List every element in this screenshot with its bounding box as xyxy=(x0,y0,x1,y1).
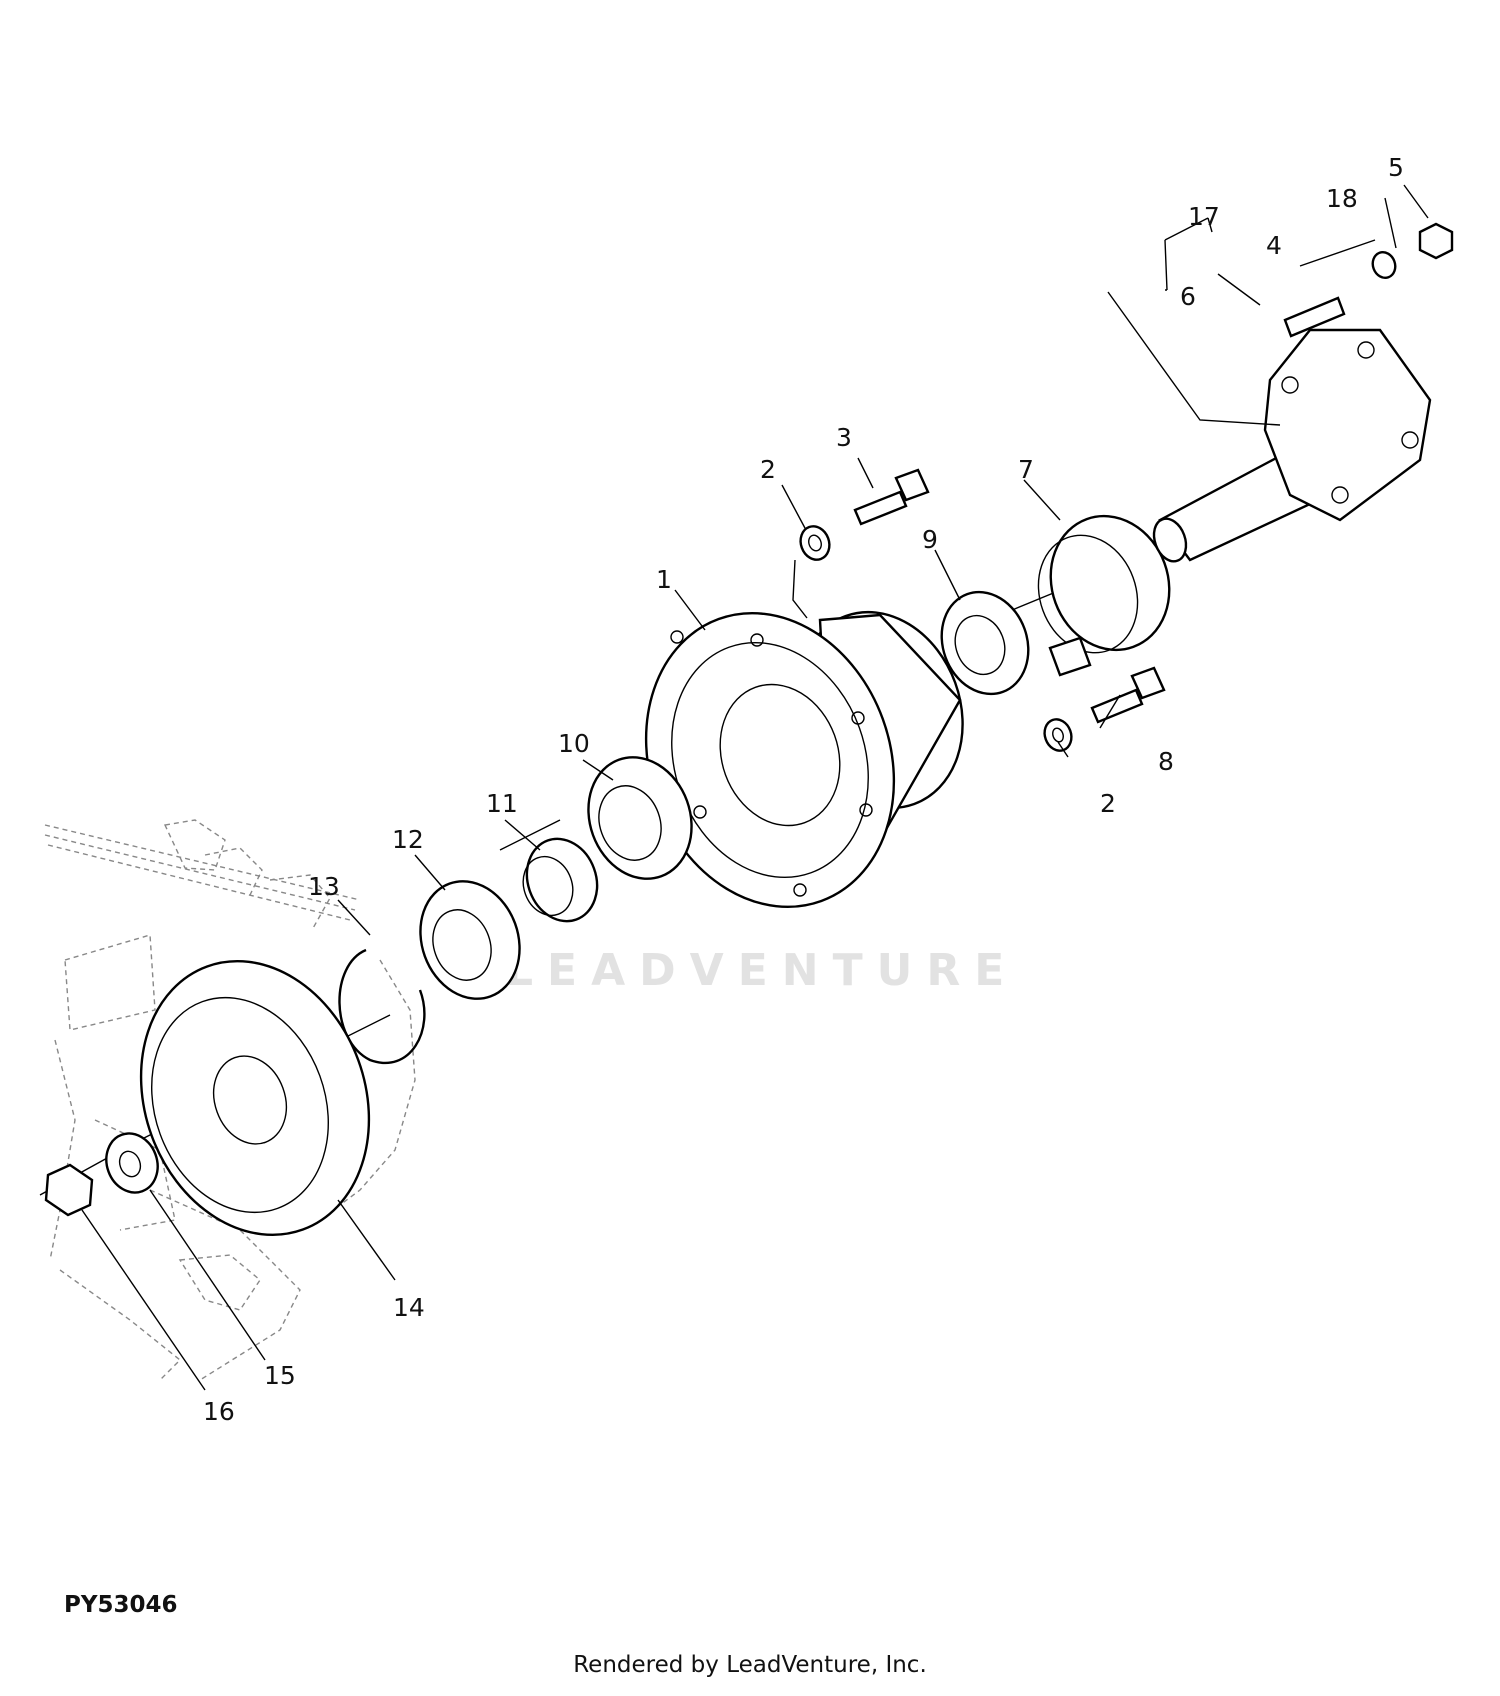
part-13-snap-ring xyxy=(338,948,426,1065)
part-2-washer-upper xyxy=(799,525,831,561)
part-6-axle-shaft xyxy=(1152,328,1432,563)
part-15-washer xyxy=(105,1132,159,1194)
part-1-housing xyxy=(644,610,964,909)
watermark: LEADVENTURE xyxy=(505,945,1018,996)
callout-14: 14 xyxy=(393,1293,425,1322)
part-2-washer-lower xyxy=(1043,718,1073,752)
part-18-washer xyxy=(1371,251,1397,279)
callout-7: 7 xyxy=(1018,455,1034,484)
callout-12: 12 xyxy=(392,825,424,854)
part-9-seal xyxy=(940,590,1030,696)
part-10-bearing xyxy=(587,756,693,880)
callout-15: 15 xyxy=(264,1361,296,1390)
part-3-bolt xyxy=(853,468,930,526)
callout-5: 5 xyxy=(1388,153,1404,182)
part-8-bolt xyxy=(1090,666,1166,724)
callout-16: 16 xyxy=(203,1397,235,1426)
callout-9: 9 xyxy=(922,525,938,554)
callouts: 1 2 2 3 4 5 6 7 8 9 10 11 12 13 14 15 16… xyxy=(203,153,1404,1426)
callout-1: 1 xyxy=(656,565,672,594)
callout-8: 8 xyxy=(1158,747,1174,776)
callout-4: 4 xyxy=(1266,231,1282,260)
transmission-housing-background xyxy=(44,819,416,1381)
part-5-nut xyxy=(1418,222,1454,260)
callout-11: 11 xyxy=(486,789,518,818)
part-12-bearing xyxy=(419,880,521,1000)
callout-18: 18 xyxy=(1326,184,1358,213)
callout-17: 17 xyxy=(1188,202,1220,231)
part-16-nut xyxy=(44,1163,94,1217)
callout-13: 13 xyxy=(308,872,340,901)
leader-lines xyxy=(81,184,1429,1391)
callout-2-upper: 2 xyxy=(760,455,776,484)
callout-3: 3 xyxy=(836,423,852,452)
part-4-stud xyxy=(1283,296,1346,338)
figure-id: PY53046 xyxy=(64,1592,178,1618)
callout-2-lower: 2 xyxy=(1100,789,1116,818)
callout-10: 10 xyxy=(558,729,590,758)
callout-6: 6 xyxy=(1180,282,1196,311)
part-11-sleeve xyxy=(522,837,599,923)
part-7-clamp xyxy=(1037,514,1171,677)
part-14-ring-gear xyxy=(139,959,371,1237)
render-credit: Rendered by LeadVenture, Inc. xyxy=(573,1652,927,1678)
